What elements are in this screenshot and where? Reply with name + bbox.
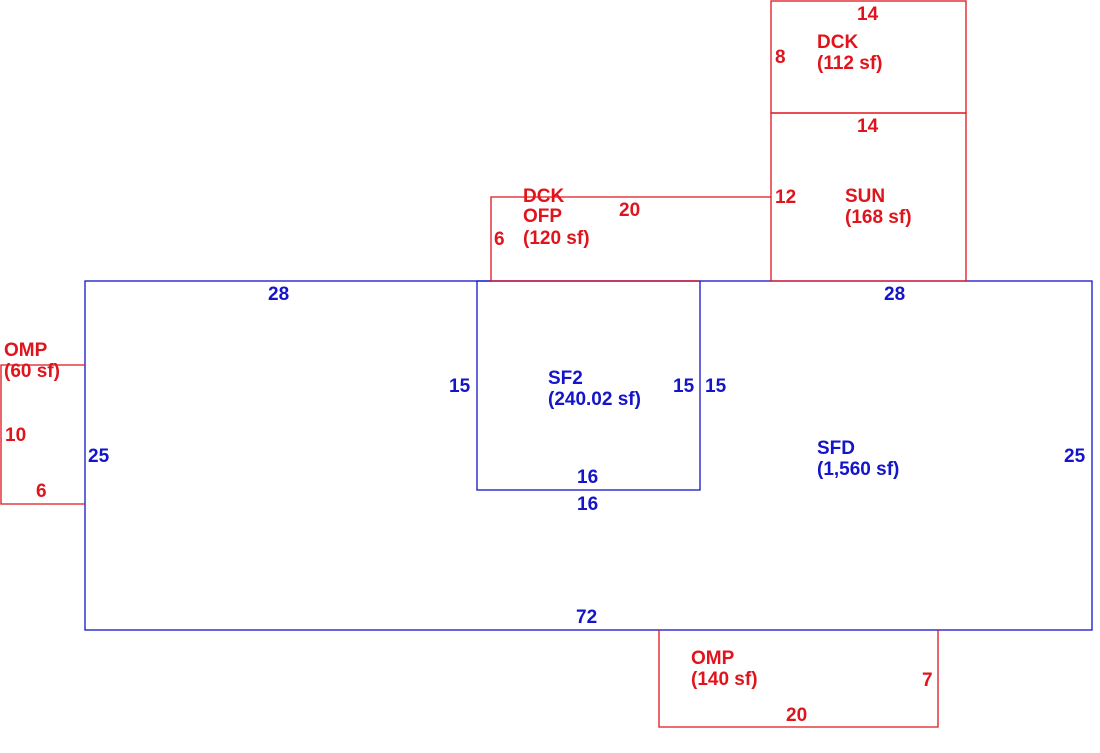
- sun-dim-height: 12: [775, 187, 796, 208]
- omp-left-area: (60 sf): [4, 361, 60, 382]
- sf2-dim-bottom: 16: [577, 467, 598, 488]
- sf2-area: (240.02 sf): [548, 389, 641, 410]
- sfd-dim-notch-bottom: 16: [577, 494, 598, 515]
- sun-dim-width: 14: [857, 116, 879, 137]
- sun-name: SUN: [845, 186, 885, 207]
- sfd-dim-notch-right: 15: [705, 376, 727, 397]
- ofp-overlap-name: DCK: [523, 186, 564, 207]
- sfd-dim-top-left: 28: [268, 284, 289, 305]
- dck-top-name: DCK: [817, 32, 858, 53]
- omp-left-outline: [0, 364, 85, 505]
- ofp-dim-height: 6: [494, 229, 505, 250]
- sfd-dim-left: 25: [88, 446, 110, 467]
- ofp-outline: [490, 196, 771, 281]
- dck-top-dim-width: 14: [857, 4, 879, 25]
- omp-bottom-dim-height: 7: [922, 670, 933, 691]
- dck-top-area: (112 sf): [817, 53, 882, 74]
- sf2-dim-right: 15: [673, 376, 695, 397]
- omp-left-dim-height: 10: [5, 425, 26, 446]
- sf2-outline: [476, 280, 701, 491]
- sfd-area: (1,560 sf): [817, 459, 899, 480]
- sfd-dim-right: 25: [1064, 446, 1086, 467]
- omp-left-name: OMP: [4, 340, 48, 361]
- sfd-outline: [84, 280, 1093, 631]
- sfd-name: SFD: [817, 438, 855, 459]
- ofp-dim-width: 20: [619, 200, 640, 221]
- omp-left-dim-width: 6: [36, 481, 47, 502]
- sf2-dim-left: 15: [449, 376, 471, 397]
- sun-area: (168 sf): [845, 207, 912, 228]
- omp-bottom-outline: [658, 630, 939, 728]
- sf2-name: SF2: [548, 368, 583, 389]
- omp-bottom-name: OMP: [691, 648, 735, 669]
- ofp-area: (120 sf): [523, 228, 590, 249]
- sfd-dim-bottom: 72: [576, 607, 597, 628]
- dck-top-outline: [770, 0, 967, 114]
- omp-bottom-dim-width: 20: [786, 705, 807, 726]
- dck-top-dim-height: 8: [775, 47, 786, 68]
- ofp-name: OFP: [523, 206, 562, 227]
- omp-bottom-area: (140 sf): [691, 669, 758, 690]
- sfd-dim-top-right: 28: [884, 284, 905, 305]
